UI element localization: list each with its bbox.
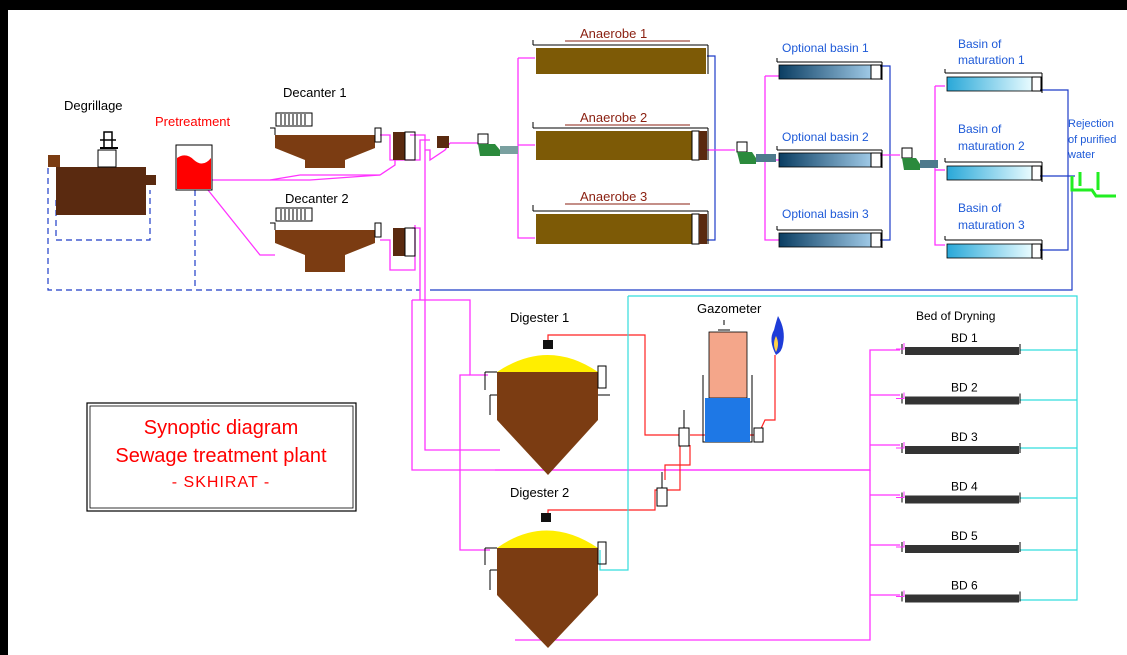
drying-bed-label-6: BD 6 — [951, 579, 978, 593]
anaerobe-2-basin — [532, 122, 709, 161]
anaerobe-1-label: Anaerobe 1 — [580, 26, 647, 41]
title-line-1: Synoptic diagram — [144, 417, 299, 439]
rejection-label-l1: Rejection — [1068, 118, 1114, 130]
digester-1-label: Digester 1 — [510, 310, 569, 325]
degrillage-label: Degrillage — [64, 98, 123, 113]
distributor-1 — [477, 133, 518, 156]
gazometer-label: Gazometer — [697, 301, 762, 316]
drying-bed-label-4: BD 4 — [951, 480, 978, 494]
title-line-3: - SKHIRAT - — [172, 474, 270, 491]
maturation-3-label-l1: Basin of — [958, 201, 1002, 215]
gazometer — [702, 320, 764, 443]
optional-basin-2 — [776, 146, 883, 168]
drying-bed-6: BD 6 — [896, 579, 1021, 603]
rejection-outlet — [1070, 172, 1116, 198]
drying-beds: BD 1 BD 2 BD 3 BD 4 BD 5 BD 6 — [896, 331, 1021, 603]
maturation-basin-3 — [944, 236, 1043, 260]
drying-bed-label-5: BD 5 — [951, 529, 978, 543]
digester-1 — [484, 340, 610, 475]
maturation-2-label-l1: Basin of — [958, 122, 1002, 136]
maturation-3-label-l2: maturation 3 — [958, 218, 1025, 232]
maturation-2-label-l2: maturation 2 — [958, 139, 1025, 153]
maturation-1-label-l2: maturation 1 — [958, 53, 1025, 67]
cyan-water-pipes — [599, 295, 1078, 601]
decanter-2-label: Decanter 2 — [285, 191, 349, 206]
drying-bed-3: BD 3 — [896, 430, 1021, 454]
degrillage-unit — [48, 131, 156, 215]
anaerobe-3-label: Anaerobe 3 — [580, 189, 647, 204]
blue-outlet-line — [430, 55, 1075, 291]
pump-box-1 — [437, 136, 449, 148]
optional-basin-3 — [776, 226, 883, 248]
optional-basin-1-label: Optional basin 1 — [782, 41, 869, 55]
decanter-1-label: Decanter 1 — [283, 85, 347, 100]
bed-of-drying-label: Bed of Dryning — [916, 309, 995, 323]
maturation-1-label-l1: Basin of — [958, 37, 1002, 51]
rejection-label-l2: of purified — [1068, 134, 1116, 146]
drying-bed-2: BD 2 — [896, 381, 1021, 405]
distributor-3 — [901, 147, 938, 170]
gas-valve-1 — [678, 410, 690, 447]
drying-bed-label-2: BD 2 — [951, 381, 978, 395]
maturation-basin-1 — [944, 69, 1043, 93]
rejection-label-l3: water — [1067, 149, 1095, 161]
gas-valve-2 — [656, 472, 668, 507]
distributor-2 — [736, 141, 776, 164]
drying-bed-label-3: BD 3 — [951, 430, 978, 444]
anaerobe-2-label: Anaerobe 2 — [580, 110, 647, 125]
optional-basin-1 — [776, 58, 883, 80]
pretreatment-tank — [175, 144, 213, 191]
drying-bed-label-1: BD 1 — [951, 331, 978, 345]
blue-dashed-return-line — [47, 168, 420, 291]
anaerobe-1-basin — [532, 40, 709, 74]
gas-flame-icon — [771, 316, 784, 355]
drying-bed-1: BD 1 — [896, 331, 1021, 355]
optional-basin-3-label: Optional basin 3 — [782, 207, 869, 221]
decanter-1 — [270, 112, 416, 168]
decanter-2 — [270, 207, 416, 272]
pretreatment-label: Pretreatment — [155, 114, 231, 129]
digester-2-label: Digester 2 — [510, 485, 569, 500]
title-line-2: Sewage treatment plant — [115, 445, 327, 467]
digester-2 — [484, 513, 607, 648]
optional-basin-2-label: Optional basin 2 — [782, 130, 869, 144]
drying-bed-5: BD 5 — [896, 529, 1021, 553]
drying-bed-4: BD 4 — [896, 480, 1021, 504]
anaerobe-3-basin — [532, 205, 709, 245]
title-box — [86, 402, 357, 512]
maturation-basin-2 — [944, 158, 1043, 182]
